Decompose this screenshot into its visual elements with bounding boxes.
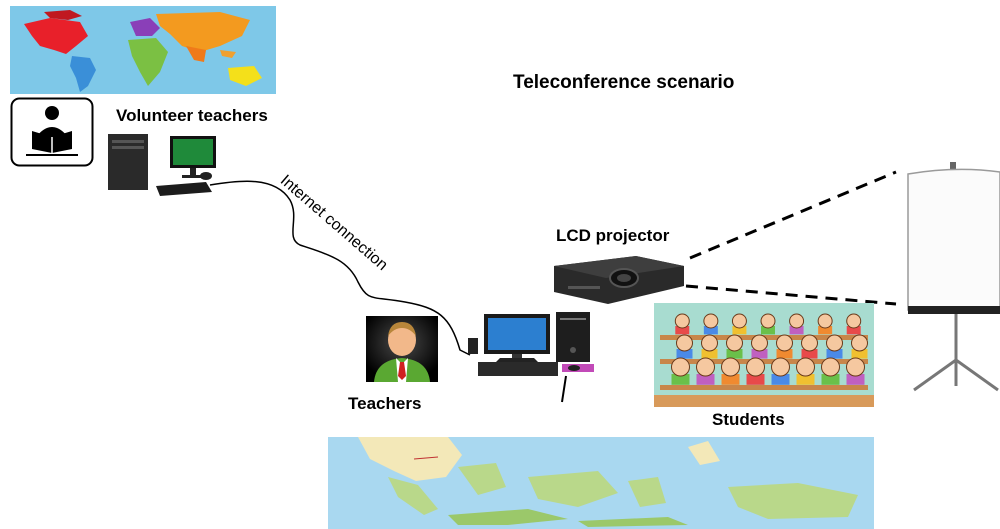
diagram-title: Teleconference scenario (513, 72, 735, 93)
projector-icon (554, 256, 684, 304)
volunteer-teachers-label: Volunteer teachers (116, 106, 268, 125)
lcd-projector-label: LCD projector (556, 226, 670, 245)
teachers-label: Teachers (348, 394, 422, 413)
teacher-avatar-icon (366, 316, 438, 382)
desktop-computer-icon (108, 134, 216, 196)
students-label: Students (712, 410, 785, 429)
world-map-image (10, 6, 276, 94)
indonesia-map-image (328, 437, 874, 529)
reader-icon (10, 97, 94, 167)
projection-screen-icon (907, 162, 1000, 392)
classroom-computer-icon (468, 312, 594, 403)
students-classroom-image (654, 303, 874, 407)
